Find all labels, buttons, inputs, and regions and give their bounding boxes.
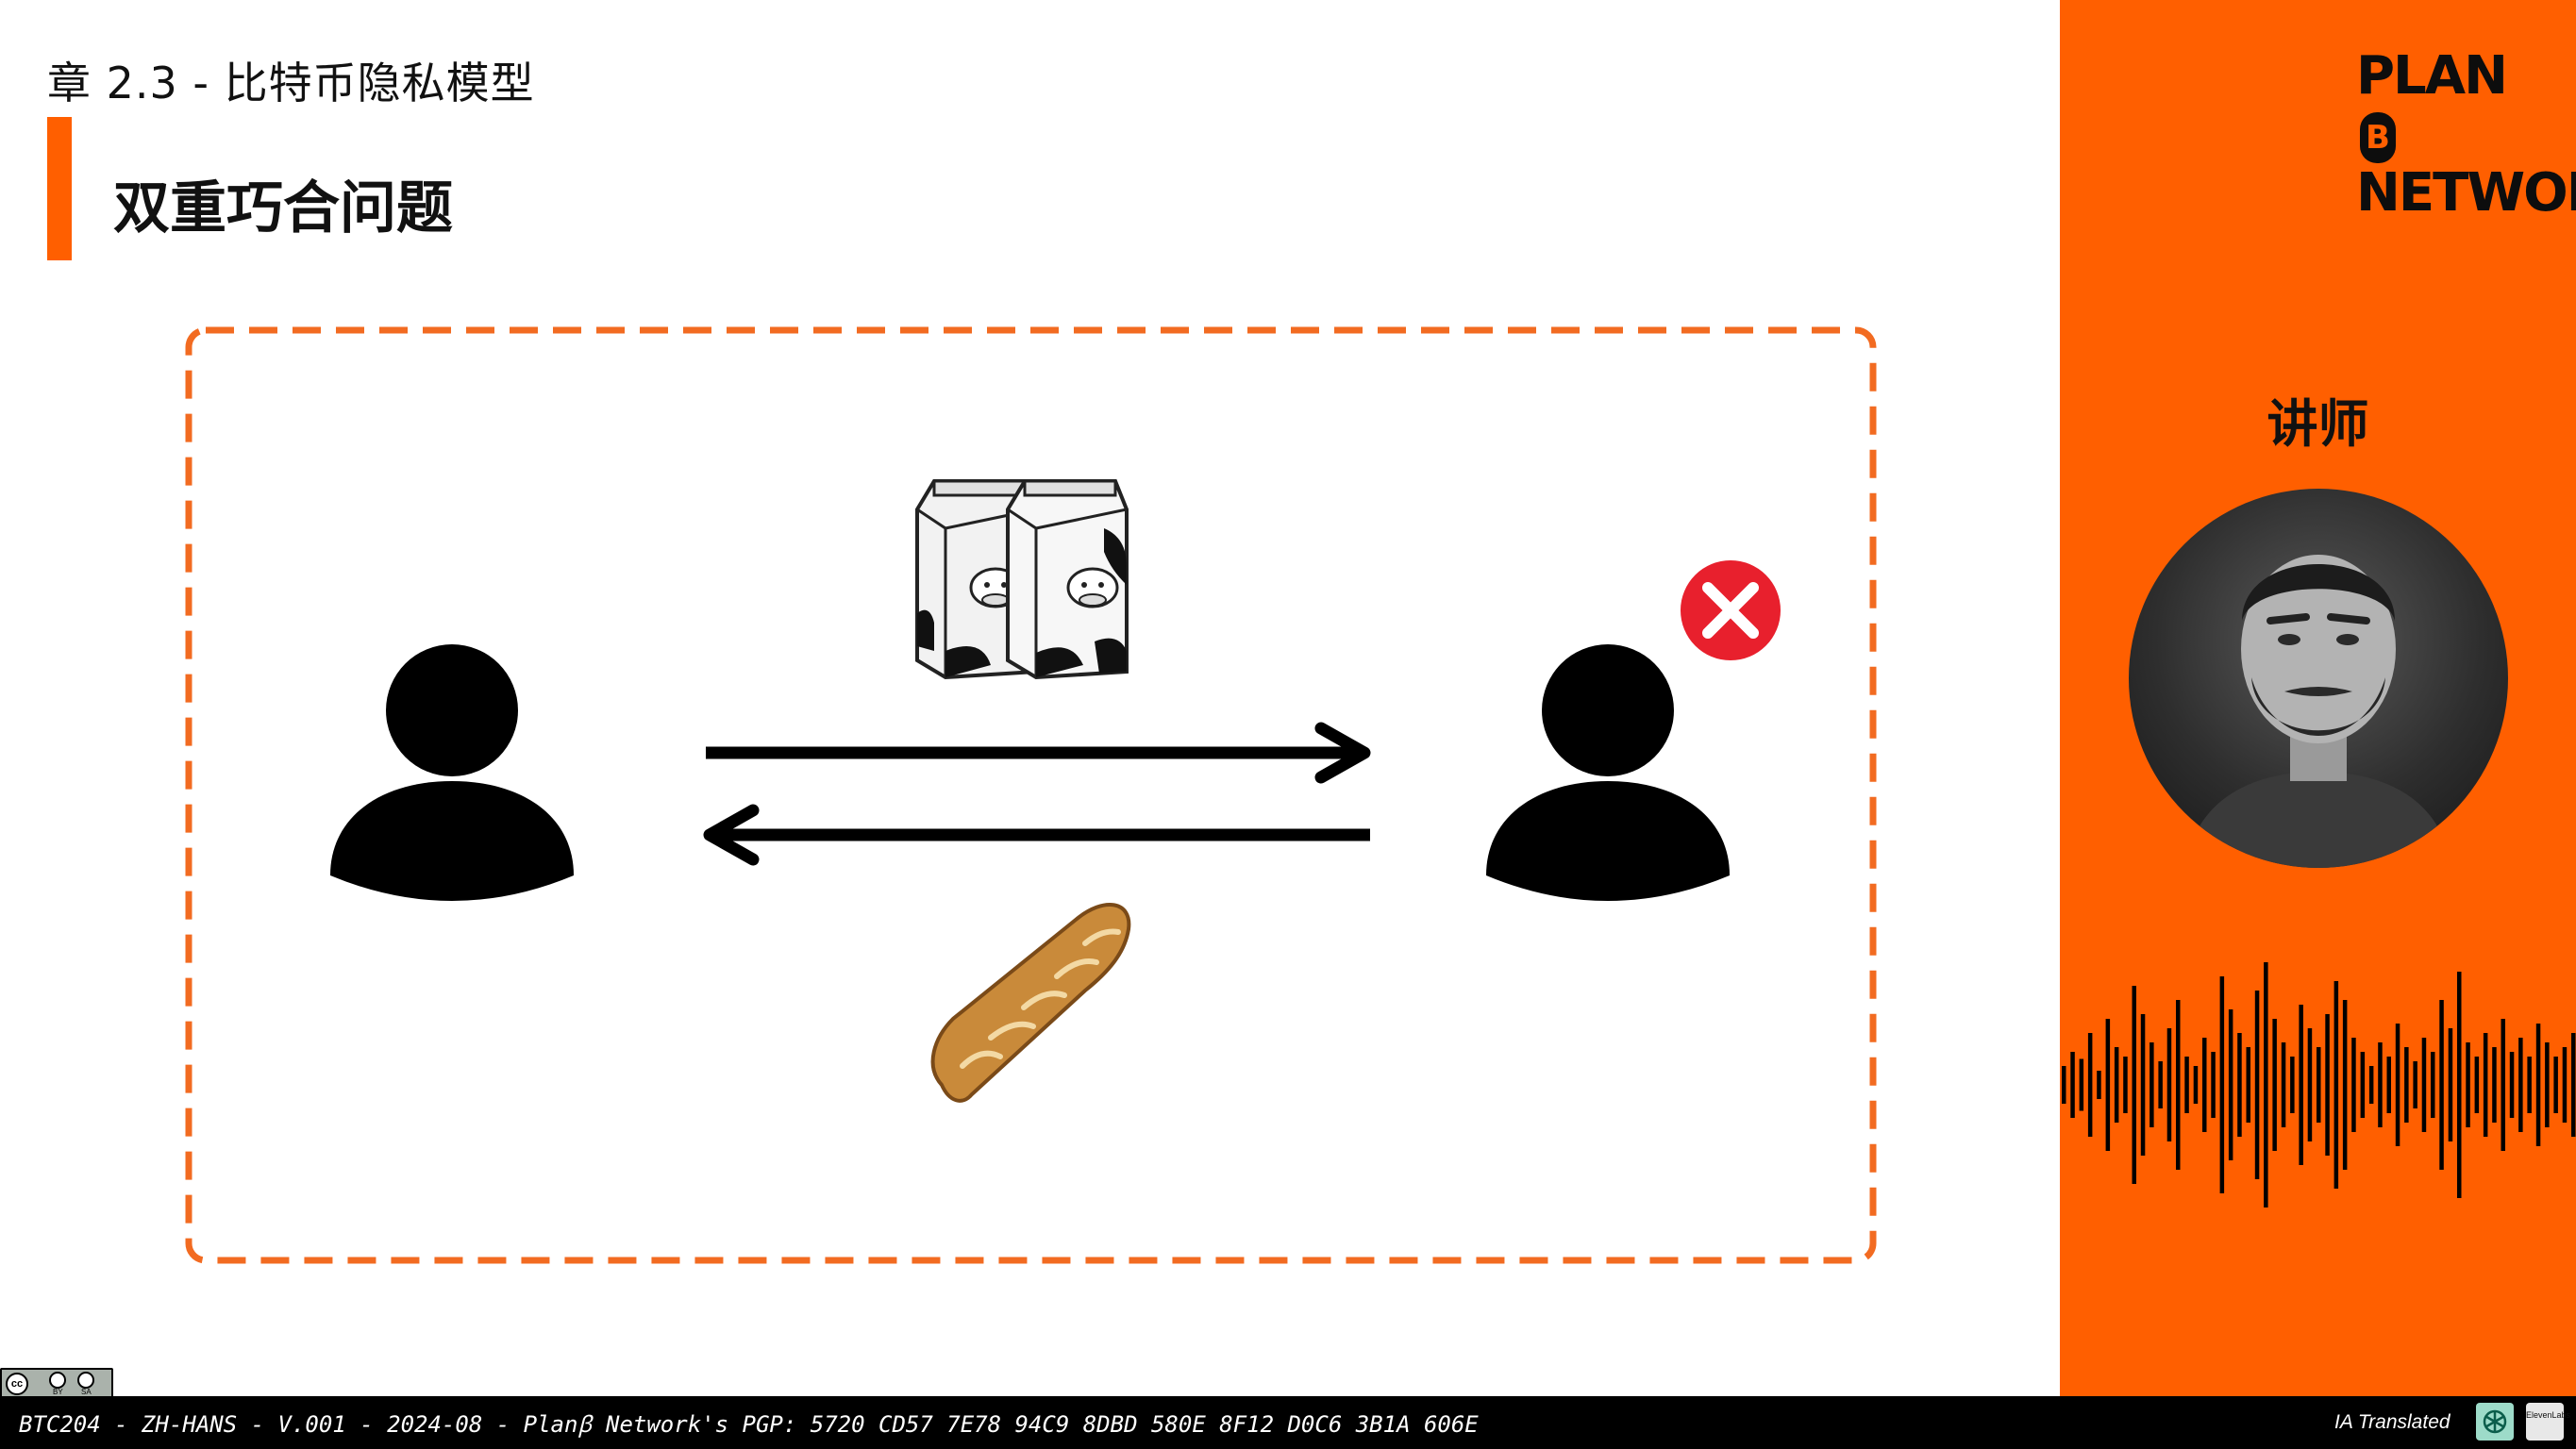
waveform-bar <box>2202 1038 2207 1132</box>
waveform-bar <box>2395 1024 2400 1146</box>
logo-line-1: PLAN <box>2356 45 2508 107</box>
person-left-icon <box>330 644 574 901</box>
waveform-bar <box>2097 1071 2101 1099</box>
waveform-bar <box>2184 1057 2189 1113</box>
sa-icon <box>77 1372 94 1389</box>
waveform-bar <box>2466 1042 2470 1127</box>
waveform-bar <box>2211 1052 2216 1118</box>
waveform-bar <box>2386 1057 2391 1113</box>
waveform-bar <box>2079 1058 2084 1111</box>
waveform-bar <box>2317 1047 2321 1123</box>
waveform-bar <box>2062 1066 2066 1104</box>
chapter-heading: 章 2.3 - 比特币隐私模型 <box>47 58 535 108</box>
waveform-bar <box>2421 1038 2427 1132</box>
waveform-bar <box>2457 972 2462 1198</box>
waveform-bar <box>2404 1047 2409 1123</box>
person-right-icon <box>1486 644 1730 901</box>
waveform-bar <box>2237 1033 2242 1137</box>
waveform-bar <box>2483 1033 2488 1137</box>
waveform-bar <box>2132 986 2136 1184</box>
slide-title: 双重巧合问题 <box>113 175 453 242</box>
audio-waveform <box>2062 962 2576 1208</box>
waveform-bar <box>2123 1057 2128 1113</box>
dashed-frame <box>185 326 1877 1264</box>
waveform-bar <box>2087 1033 2093 1137</box>
cc-sa-label: SA <box>81 1388 92 1396</box>
waveform-bar <box>2431 1052 2435 1118</box>
waveform-bar <box>2501 1019 2505 1151</box>
waveform-bar <box>2378 1042 2383 1127</box>
waveform-bar <box>2272 1019 2277 1151</box>
instructor-label: 讲师 <box>2267 394 2369 454</box>
waveform-bar <box>2413 1061 2417 1108</box>
waveform-bar <box>2509 1052 2515 1118</box>
logo-line-2: NETWORK <box>2356 162 2576 224</box>
waveform-bar <box>2166 1028 2172 1141</box>
bitcoin-b-icon: B <box>2360 111 2396 163</box>
by-icon <box>49 1372 66 1389</box>
waveform-bar <box>2158 1061 2163 1108</box>
waveform-bar <box>2492 1047 2497 1123</box>
barter-diagram <box>185 326 1877 1264</box>
waveform-bar <box>2368 1066 2374 1104</box>
waveform-bar <box>2114 1047 2119 1123</box>
waveform-bar <box>2562 1047 2568 1123</box>
waveform-bar <box>2545 1042 2550 1127</box>
waveform-bar <box>2299 1005 2303 1165</box>
waveform-bar <box>2527 1057 2532 1113</box>
waveform-bar <box>2518 1038 2523 1132</box>
footer-bar <box>0 1396 2576 1449</box>
avatar-icon <box>2185 555 2451 868</box>
arrow-right-icon <box>706 722 1371 784</box>
waveform-bar <box>2333 981 2339 1189</box>
arrow-left-icon <box>703 804 1370 866</box>
waveform-bar <box>2149 1042 2154 1127</box>
waveform-bar <box>2176 1000 2181 1170</box>
waveform-bar <box>2290 1057 2295 1113</box>
planb-network-logo: PLANB NETWORK <box>2356 45 2576 224</box>
baguette-icon <box>930 903 1131 1103</box>
waveform-bar <box>2448 1028 2453 1141</box>
waveform-bar <box>2307 1028 2313 1141</box>
waveform-bar <box>2535 1024 2541 1146</box>
waveform-bar <box>2360 1052 2366 1118</box>
waveform-bar <box>2246 1047 2250 1123</box>
waveform-bar <box>2254 991 2260 1179</box>
footer-metadata: BTC204 - ZH-HANS - V.001 - 2024-08 - Pla… <box>19 1411 1479 1438</box>
waveform-bar <box>2351 1038 2356 1132</box>
waveform-bar <box>2140 1014 2146 1156</box>
waveform-bar <box>2219 976 2225 1193</box>
waveform-bar <box>2228 1009 2233 1160</box>
cc-license-badge: cc BY SA <box>0 1368 113 1398</box>
title-accent-bar <box>47 117 72 260</box>
openai-icon <box>2476 1403 2514 1441</box>
cc-icon: cc <box>6 1373 28 1395</box>
waveform-bar <box>2439 1000 2444 1170</box>
milk-carton-icon <box>915 479 1129 680</box>
waveform-bar <box>2342 1000 2348 1170</box>
waveform-bar <box>2571 1033 2576 1137</box>
waveform-bar <box>2553 1057 2558 1113</box>
waveform-bar <box>2264 962 2268 1208</box>
waveform-bar <box>2070 1052 2075 1118</box>
waveform-bar <box>2193 1066 2199 1104</box>
waveform-bar <box>2474 1057 2480 1113</box>
instructor-portrait <box>2129 489 2508 868</box>
elevenlabs-icon: ElevenLabs <box>2526 1403 2570 1441</box>
reject-x-icon <box>1681 560 1781 660</box>
waveform-bar <box>2325 1014 2330 1156</box>
cc-by-label: BY <box>53 1388 63 1396</box>
waveform-bar <box>2281 1042 2286 1127</box>
ia-translated-label: IA Translated <box>2334 1411 2451 1433</box>
waveform-bar <box>2105 1019 2111 1151</box>
